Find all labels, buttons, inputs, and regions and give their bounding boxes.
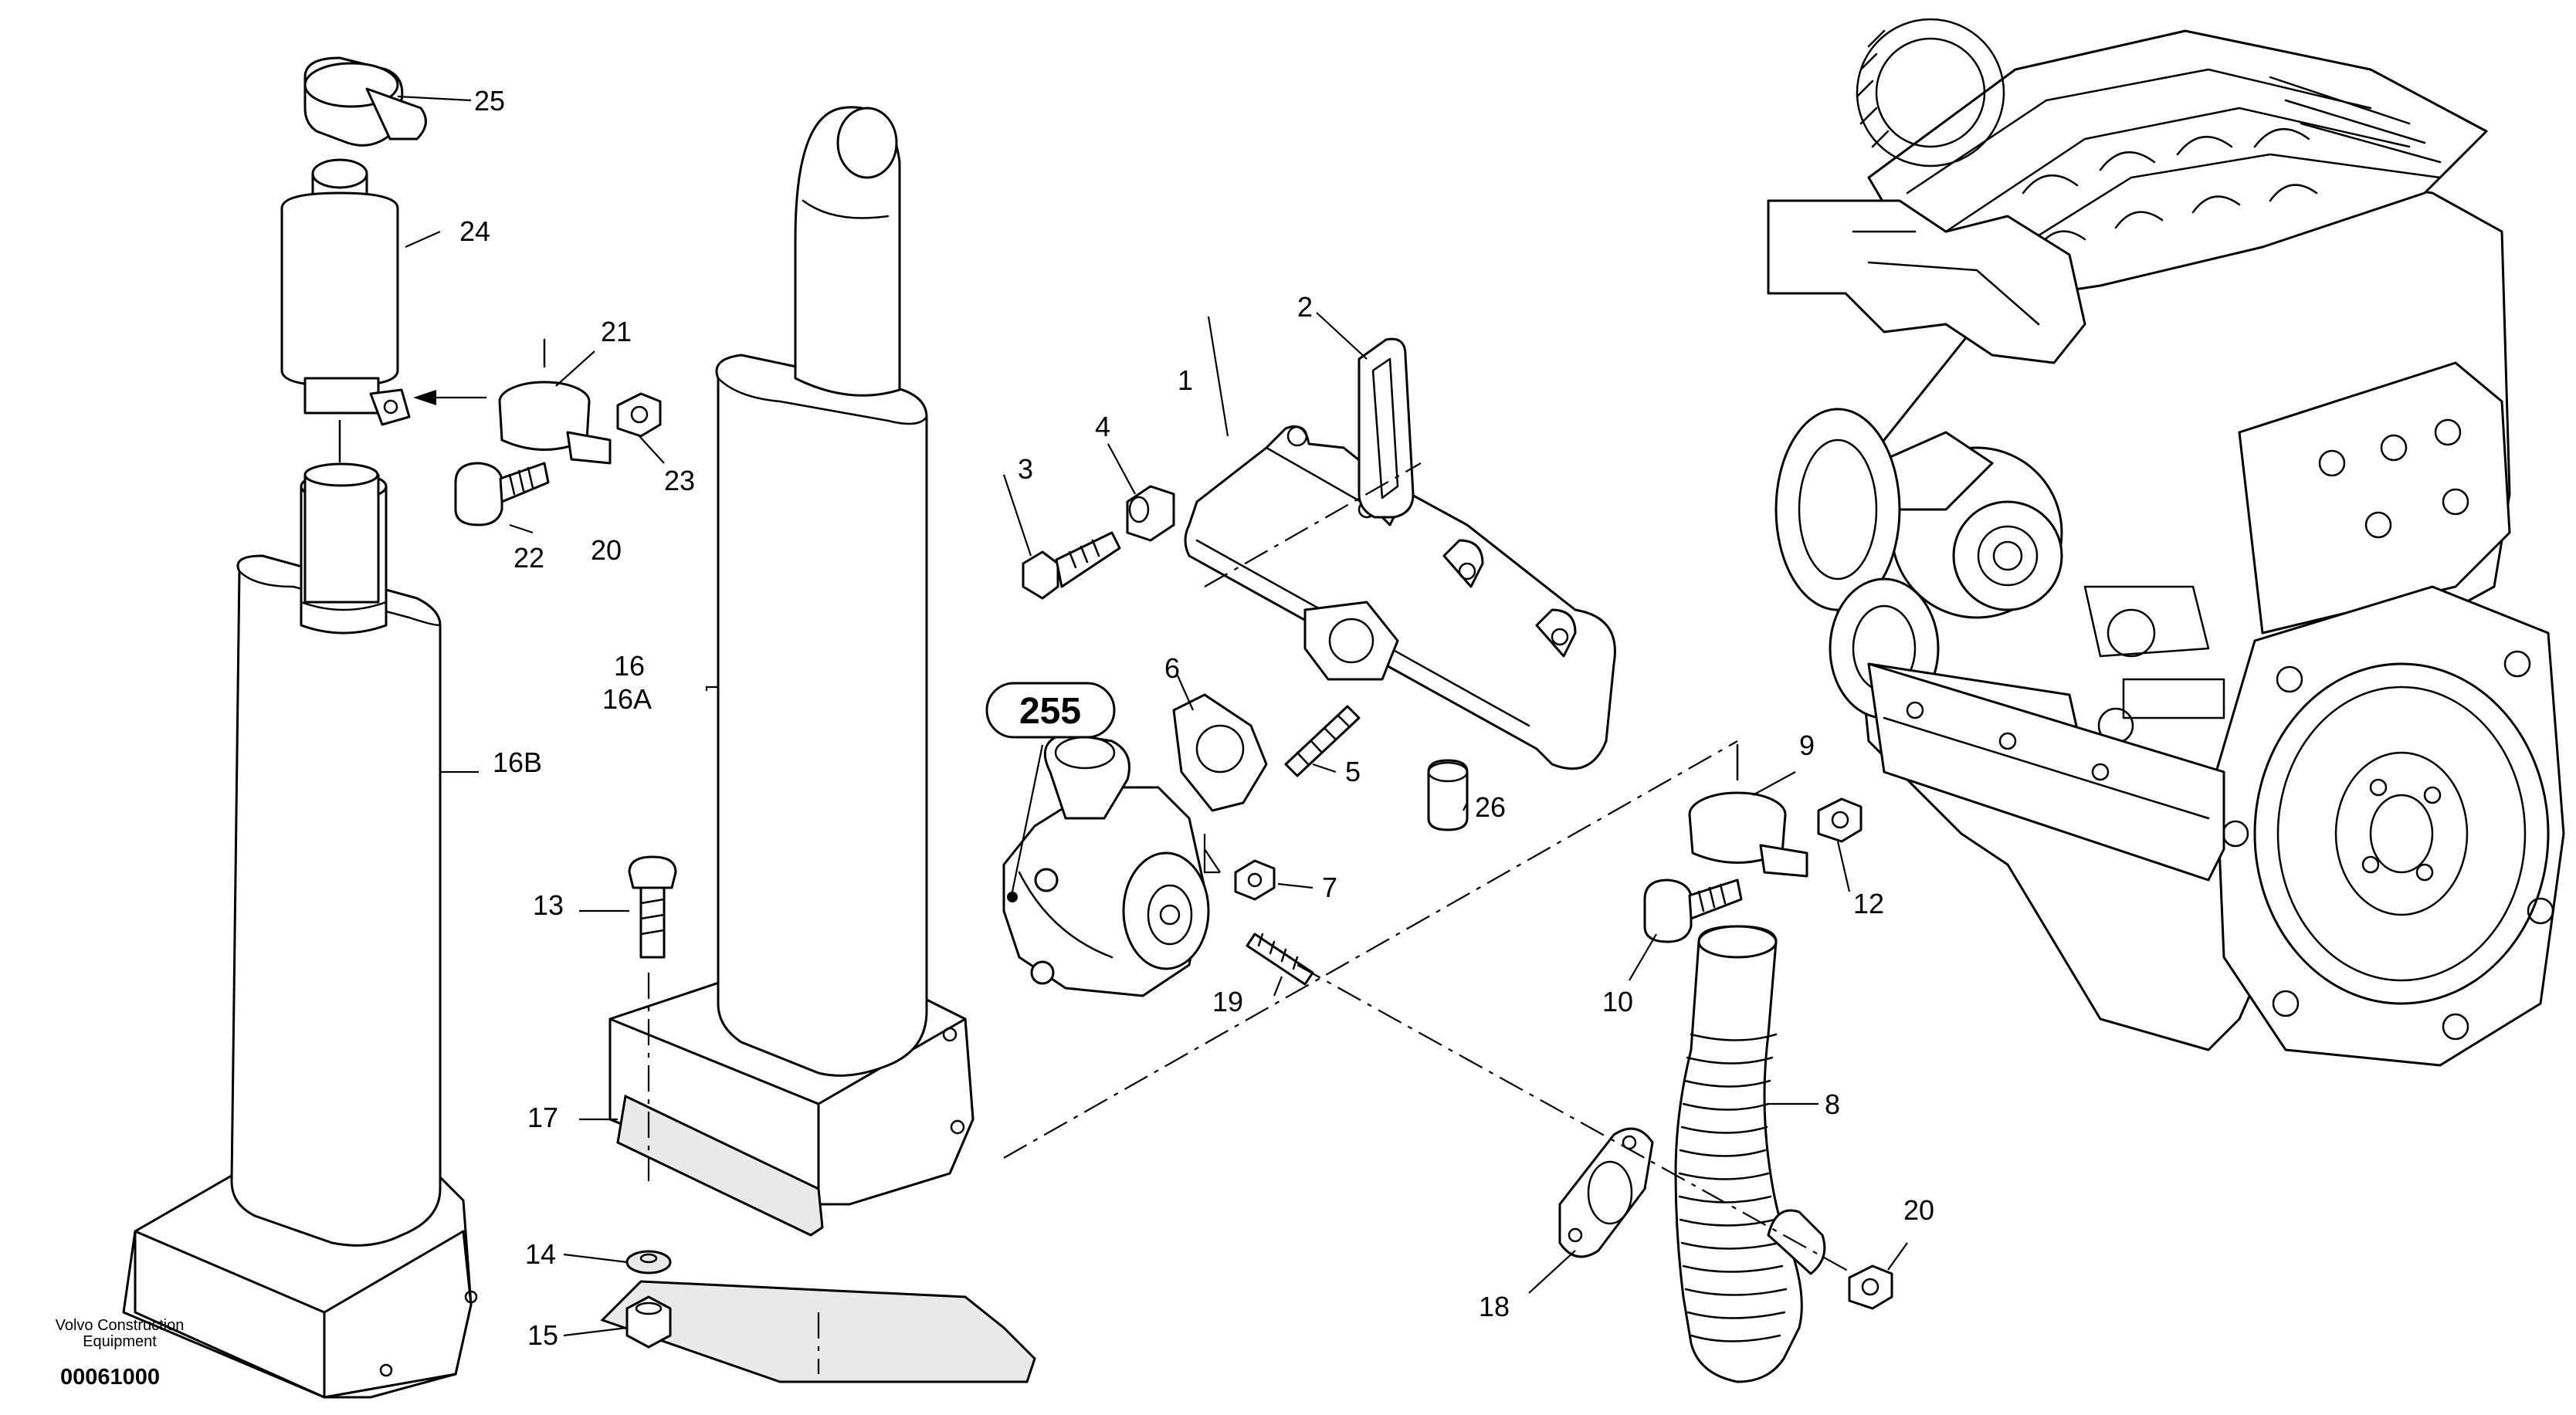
exhaust-manifold-1 [1184, 425, 1616, 770]
callout-25: 25 [474, 85, 505, 117]
nut-7 [1234, 859, 1276, 901]
callout-14: 14 [525, 1238, 556, 1270]
callout-16: 16 [614, 650, 645, 682]
assembly-line-b [1296, 964, 1854, 1275]
group-reference-255: 255 [985, 682, 1116, 739]
bolt-10 [1643, 878, 1743, 943]
callout-17: 17 [527, 1102, 558, 1133]
bolt-13 [628, 855, 677, 959]
small-muffler-24 [280, 158, 411, 426]
pipe-flange-18 [1558, 1127, 1654, 1258]
callout-5: 5 [1345, 756, 1361, 787]
clamp-21 [498, 338, 612, 465]
callout-15: 15 [527, 1319, 558, 1351]
callout-7: 7 [1322, 872, 1337, 903]
callout-9: 9 [1799, 730, 1815, 761]
bolt-22 [454, 462, 550, 526]
group-reference-label: 255 [1019, 691, 1081, 732]
clamp-9 [1688, 743, 1808, 878]
callout-1: 1 [1178, 364, 1193, 396]
nut-23 [616, 392, 662, 438]
rain-cap-25 [303, 56, 427, 147]
flexible-pipe-8 [1674, 925, 1826, 1383]
spacer-26 [1427, 759, 1469, 831]
callout-16b: 16B [493, 746, 542, 778]
callout-labels: 25 24 21 23 22 20 16 16A 16B 2 1 4 3 6 5… [459, 85, 1934, 1351]
callout-12: 12 [1853, 888, 1884, 919]
nut-15 [625, 1295, 672, 1349]
callout-21: 21 [601, 316, 632, 347]
engine-block-illustration [1767, 18, 2565, 1067]
callout-20-top: 20 [591, 534, 622, 566]
callout-18: 18 [1479, 1291, 1510, 1322]
callout-26: 26 [1475, 791, 1506, 823]
callout-16a: 16A [602, 683, 652, 715]
callout-24: 24 [459, 215, 490, 247]
callout-8: 8 [1825, 1088, 1840, 1120]
bolt-3 [1022, 531, 1121, 600]
callout-19: 19 [1212, 986, 1243, 1017]
callout-13: 13 [533, 889, 564, 921]
stud-19 [1246, 933, 1314, 986]
tail-pipe-illustration [303, 419, 380, 604]
assembly-line-c [1204, 462, 1422, 587]
callout-22: 22 [514, 542, 544, 574]
leader-lines [397, 95, 1908, 1337]
washer-14 [625, 1250, 672, 1275]
callout-23: 23 [664, 465, 695, 496]
callout-4: 4 [1095, 411, 1110, 442]
turbo-gasket-6 [1172, 693, 1268, 812]
muffler-gasket-17 [616, 1094, 824, 1237]
turbocharger-255 [1002, 732, 1210, 997]
manifold-gasket-2 [1357, 337, 1415, 519]
callout-2: 2 [1297, 291, 1313, 323]
stud-5 [1284, 705, 1361, 777]
muffler-16b-illustration [122, 471, 478, 1399]
callout-3: 3 [1018, 453, 1033, 485]
callout-6: 6 [1164, 652, 1180, 684]
callout-10: 10 [1602, 986, 1633, 1017]
nut-12 [1817, 797, 1863, 843]
drawing-number: 00061000 [60, 1365, 161, 1390]
spacer-4 [1126, 485, 1175, 542]
callout-20-bottom: 20 [1903, 1194, 1934, 1226]
brand-label: Volvo Construction Equipment [55, 1317, 185, 1350]
assembly-line-a [1003, 740, 1738, 1159]
nut-20 [1848, 1264, 1893, 1310]
